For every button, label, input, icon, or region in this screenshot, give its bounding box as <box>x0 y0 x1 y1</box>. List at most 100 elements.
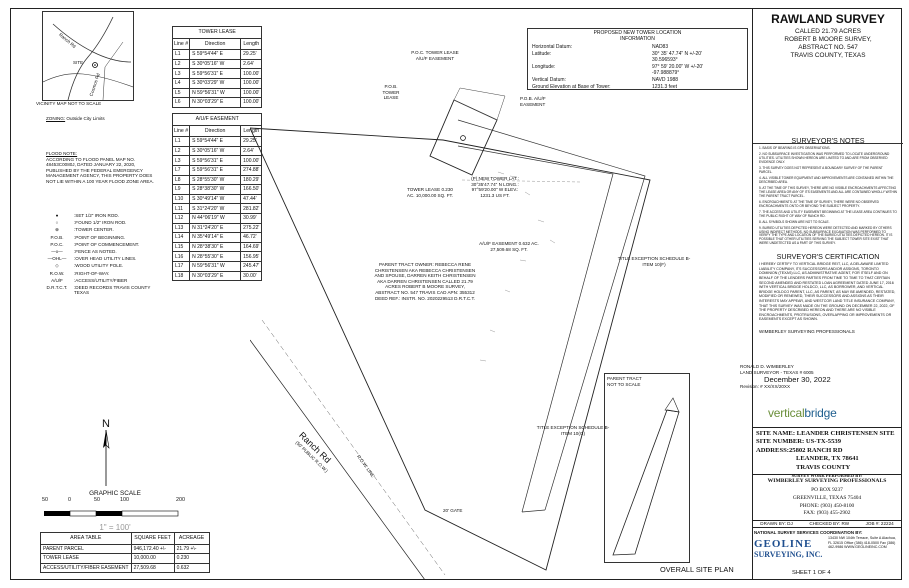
area-col-name: AREA TABLE <box>40 532 132 545</box>
col-length: Length <box>240 37 263 51</box>
location-row: Vertical Datum:NAVD 1988 <box>532 77 743 84</box>
pob-lease-label: P.O.B. TOWER LEASE <box>382 84 400 101</box>
firm-contact: PO BOX 9237 GREENVILLE, TEXAS 75404 PHON… <box>752 484 902 518</box>
legend-symbol: ◇ <box>55 263 59 269</box>
table-cell: L18 <box>171 270 191 282</box>
table-cell: PARENT PARCEL <box>40 543 132 555</box>
col-direction: Direction <box>189 37 242 51</box>
location-key <box>532 57 652 64</box>
legend-symbol: ⊕ <box>55 227 59 233</box>
table-cell: S 59°56'31" E <box>189 68 242 79</box>
tower-location-box: PROPOSED NEW TOWER LOCATION INFORMATION … <box>527 28 748 90</box>
zoning-value: Outside City Limits <box>66 116 105 121</box>
table-cell: L1 <box>171 136 191 147</box>
geoline-address: 13430 NW 104th Terrace, Suite A Alachua,… <box>828 536 896 550</box>
scale-tick: 200 <box>176 497 185 503</box>
table-cell: 2.64' <box>240 58 263 70</box>
table-cell: S 59°56'31" E <box>189 155 242 166</box>
parent-tract-inset: PARENT TRACT NOT TO SCALE <box>604 373 690 563</box>
legend-item: ● :SET 1/2" IRON ROD. <box>40 213 164 219</box>
location-value: 30° 35' 47.74" N +/-20' <box>652 50 703 57</box>
table-cell: L4 <box>171 77 191 89</box>
table-cell: 10,000.00 <box>130 553 175 564</box>
site-label: SITE <box>73 60 84 65</box>
scale-tick: 0 <box>68 497 71 503</box>
legend-text: :RIGHT-OF-WAY. <box>74 270 110 276</box>
survey-note: 4. ALL VISIBLE TOWER EQUIPMENT AND IMPRO… <box>759 175 894 184</box>
vicinity-caption: VICINITY MAP NOT TO SCALE <box>36 101 102 106</box>
legend-text: :ACCESS/UTILITY/FIBER <box>74 277 128 283</box>
legend-item: —x—:FENCE AS NOTED. <box>40 249 164 255</box>
location-key: Vertical Datum: <box>532 76 566 83</box>
work-firm: WIMBERLEY SURVEYING PROFESSIONALS <box>767 478 887 484</box>
table-cell: L6 <box>171 97 191 108</box>
table-cell: S 30°03'29" W <box>189 77 242 89</box>
table-cell: N 44°06'19" W <box>189 212 242 224</box>
col-line: Line # <box>171 37 191 51</box>
coord-by: NATIONAL SURVEY SERVICES COORDINATION BY… <box>754 530 863 535</box>
area-table: AREA TABLE SQUARE FEET ACREAGE PARENT PA… <box>40 532 210 574</box>
legend-symbol: ● <box>55 213 59 218</box>
legend-text: :WOOD UTILITY POLE. <box>74 263 124 269</box>
location-key: Ground Elevation at Base of Tower: <box>532 83 611 90</box>
table-cell: L5 <box>171 87 191 99</box>
scale-ratio: 1" = 100' <box>99 523 131 532</box>
legend-text: :SET 1/2" IRON ROD. <box>74 213 119 218</box>
auf-easement-table: A/U/F EASEMENT Line # Direction Length L… <box>171 113 263 282</box>
location-row: Ground Elevation at Base of Tower: 1231.3… <box>532 84 743 91</box>
table-cell: 0.632 <box>173 562 210 574</box>
table-cell: L2 <box>171 145 191 157</box>
legend-symbol: ○ <box>55 220 59 226</box>
table-cell: S 28°38'30" W <box>189 184 242 195</box>
legend-item: A/U/F:ACCESS/UTILITY/FIBER <box>40 278 164 284</box>
legend-symbol: P.O.B. <box>50 234 64 240</box>
sheet-name: OVERALL SITE PLAN <box>660 565 734 574</box>
north-arrow: N <box>98 418 114 491</box>
geoline-logo: GEOLINE SURVEYING, INC. <box>754 538 822 559</box>
site-info: SITE NAME: LEANDER CHRISTENSEN SITE SITE… <box>752 427 902 476</box>
survey-note: 5. AT THE TIME OF THIS SURVEY, THERE ARE… <box>759 185 897 198</box>
location-value: -97.988879° <box>652 70 680 77</box>
table-cell: S 30°05'16" W <box>189 145 242 157</box>
zoning-label: ZONING: <box>46 116 66 121</box>
legend-text: :POINT OF COMMENCEMENT. <box>74 241 140 247</box>
table-cell: L14 <box>171 232 191 243</box>
location-value: 97° 59' 20.00" W +/-20' <box>652 63 704 70</box>
drawn-by: DRAWN BY: DJ <box>760 521 793 526</box>
survey-date: December 30, 2022 <box>764 375 831 385</box>
legend-item: R.O.W.:RIGHT-OF-WAY. <box>40 271 164 277</box>
table-cell: 100.00' <box>240 68 263 79</box>
revision-value: XX/XX/20XX <box>764 384 791 390</box>
table-cell: 100.00' <box>240 97 263 108</box>
table-cell: L7 <box>171 164 191 176</box>
survey-firm: SURVEY WORK PERFORMED BY: WIMBERLEY SURV… <box>752 473 902 518</box>
cert-firm: WIMBERLEY SURVEYING PROFESSIONALS <box>759 328 855 334</box>
survey-subtitle: CALLED 21.79 ACRES ROBERT B MOORE SURVEY… <box>753 28 903 60</box>
survey-note: 6. ENCROACHMENTS: AT THE TIME OF SURVEY,… <box>759 199 879 208</box>
table-cell: L10 <box>171 193 191 205</box>
revision-label: Revision: # <box>740 384 763 390</box>
survey-sub4: TRAVIS COUNTY, TEXAS <box>790 52 866 59</box>
site-city: LEANDER, TX 78641 <box>796 455 859 463</box>
table-cell: S 59°54'44" E <box>189 136 242 147</box>
cert-title: SURVEYOR'S CERTIFICATION <box>776 252 880 262</box>
table-cell: N 59°56'31" W <box>189 260 242 272</box>
location-value: 1231.3 feet <box>652 83 678 90</box>
